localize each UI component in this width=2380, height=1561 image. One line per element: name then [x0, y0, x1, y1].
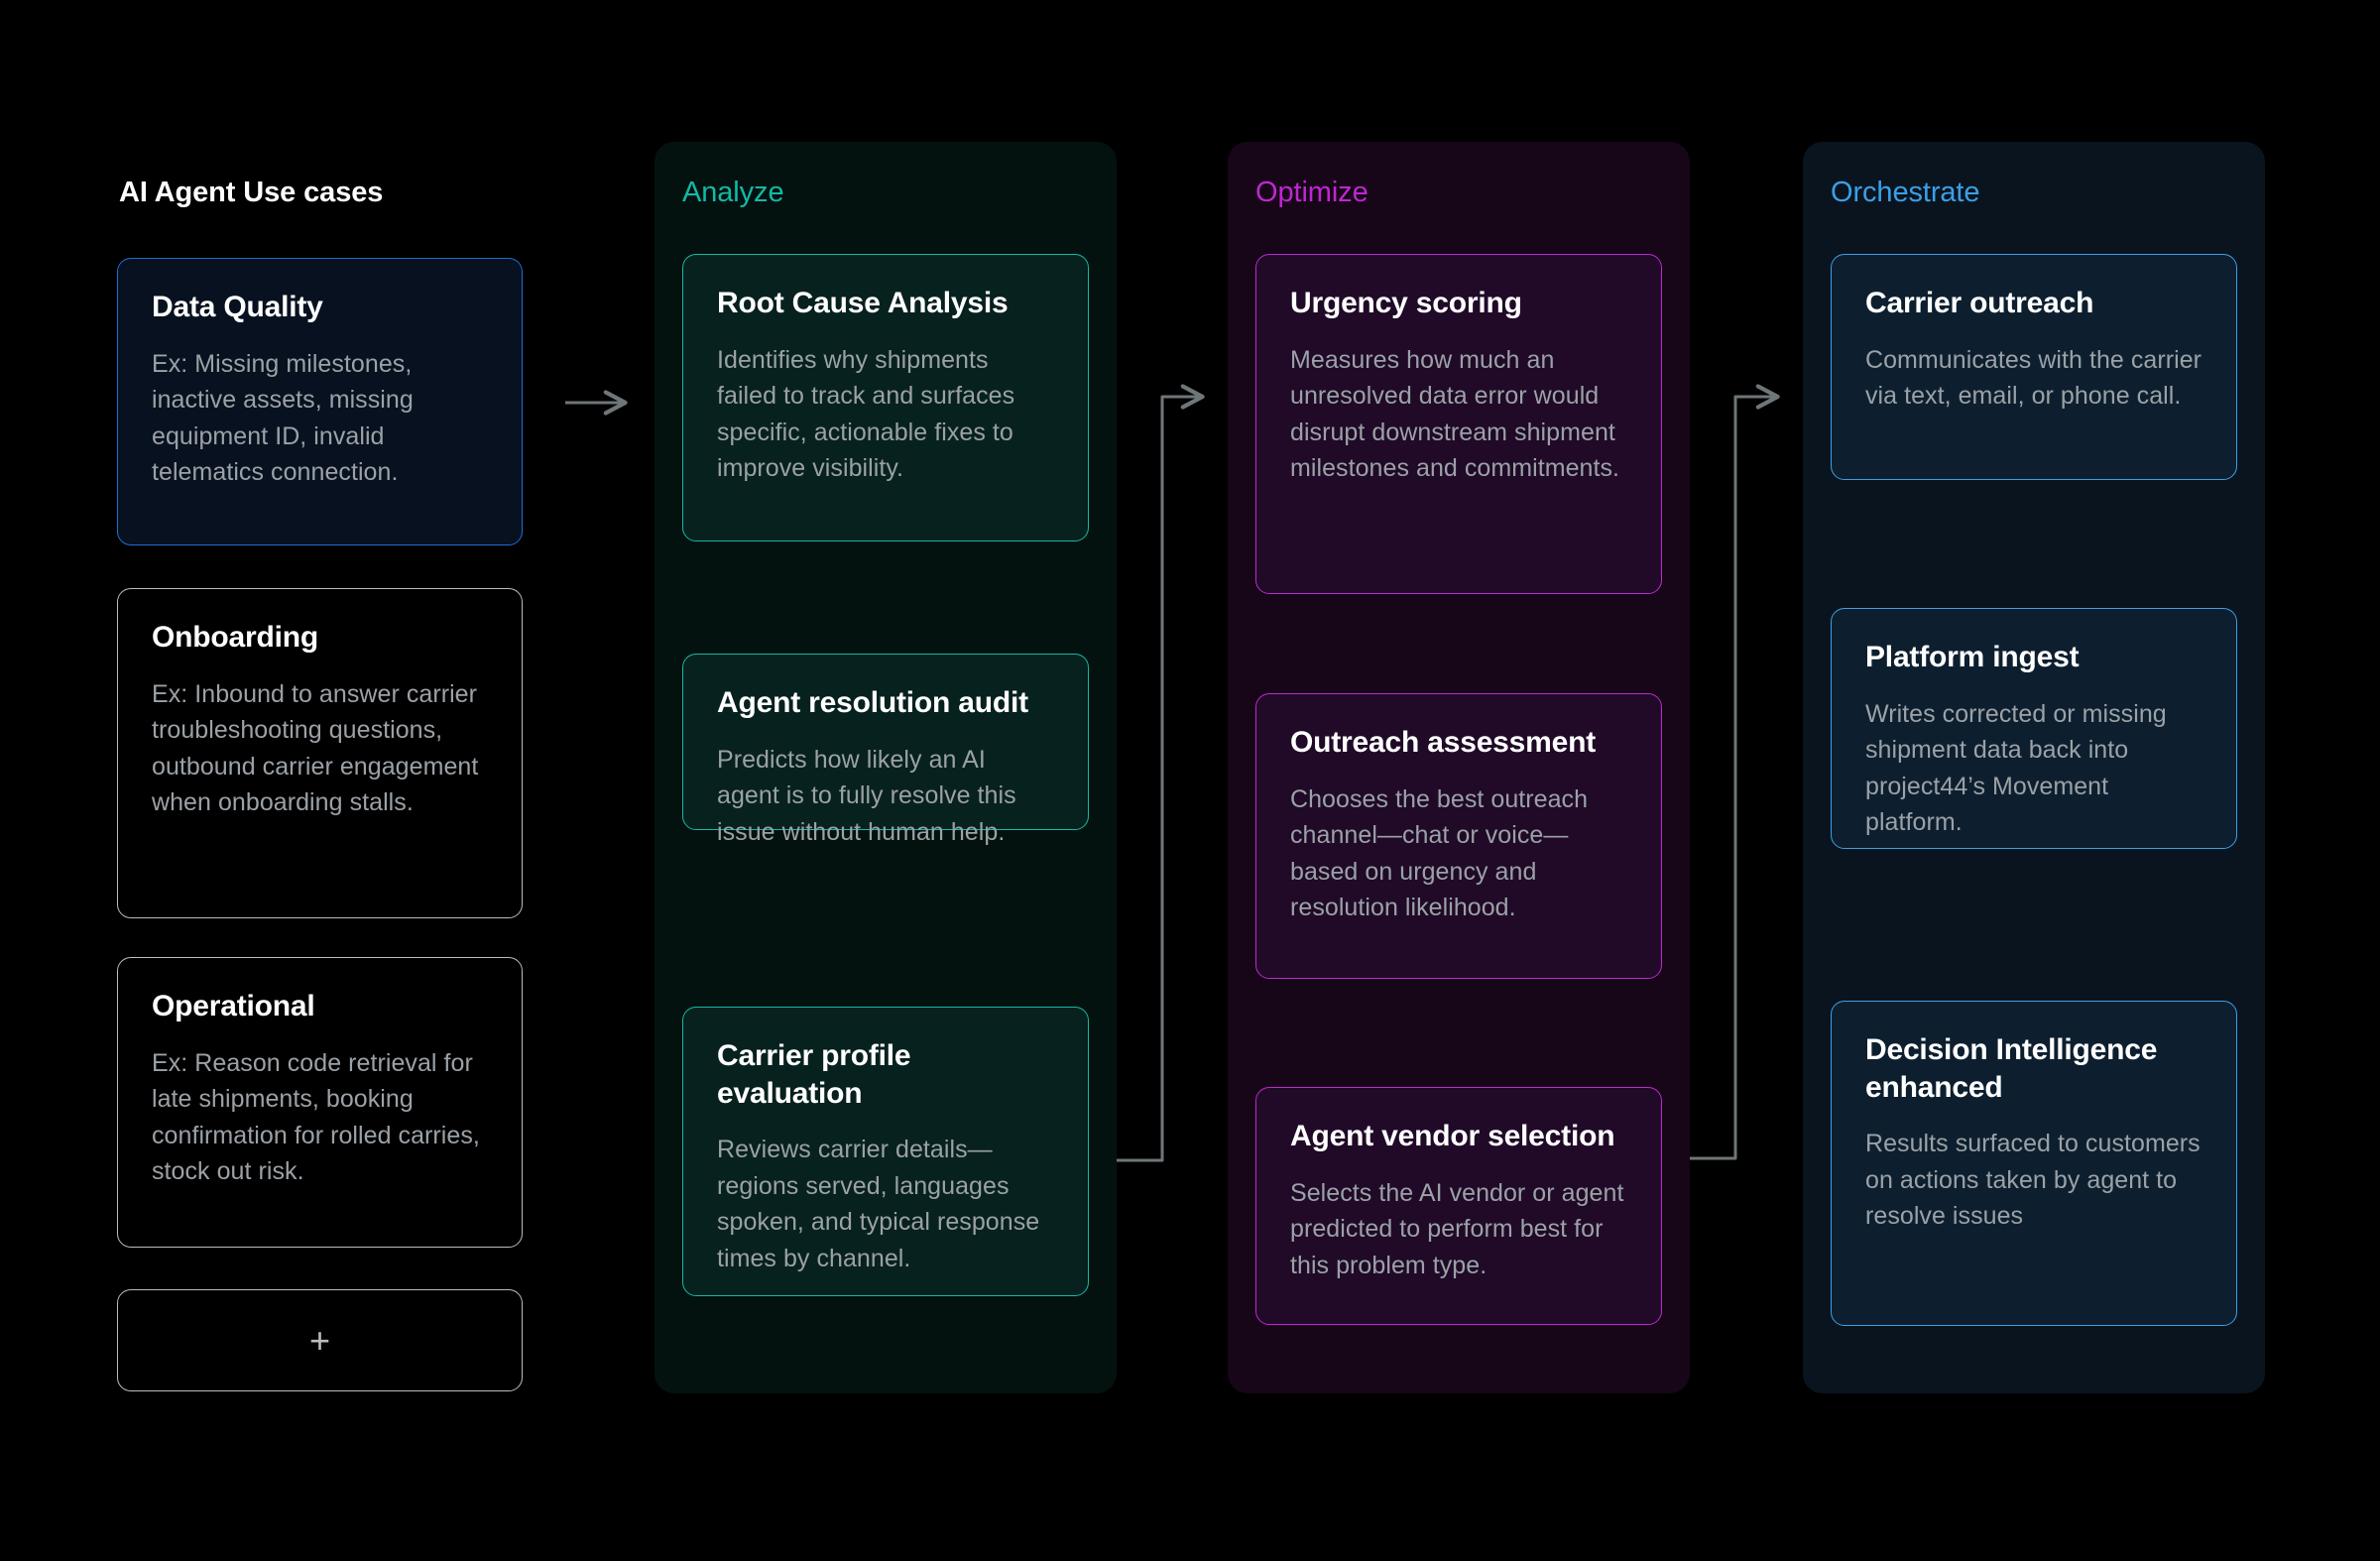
card-title: Onboarding	[152, 621, 318, 654]
card-title: Carrier outreach	[1865, 287, 2094, 319]
stage-card-outreach-assessment[interactable]: Outreach assessment Chooses the best out…	[1255, 693, 1662, 979]
card-description: Reviews carrier details—regions served, …	[717, 1136, 1040, 1272]
card-title: Outreach assessment	[1290, 726, 1597, 759]
card-description: Results surfaced to customers on actions…	[1865, 1130, 2201, 1230]
card-title: Root Cause Analysis	[717, 287, 1009, 319]
card-description: Communicates with the carrier via text, …	[1865, 345, 2202, 411]
stage-label-orchestrate: Orchestrate	[1831, 177, 1980, 208]
card-description: Identifies why shipments failed to track…	[717, 345, 1015, 483]
card-description: Selects the AI vendor or agent predicted…	[1290, 1178, 1624, 1279]
card-title: Agent vendor selection	[1290, 1120, 1615, 1152]
use-case-card-operational[interactable]: Operational Ex: Reason code retrieval fo…	[117, 957, 523, 1248]
stage-card-agent-vendor-selection[interactable]: Agent vendor selection Selects the AI ve…	[1255, 1087, 1662, 1325]
card-title: Decision Intelligence enhanced	[1865, 1033, 2158, 1104]
connector-optimize-to-orchestrate	[1690, 384, 1780, 1160]
use-case-card-data-quality[interactable]: Data Quality Ex: Missing milestones, ina…	[117, 258, 523, 545]
card-title: Data Quality	[152, 291, 323, 323]
connector-analyze-to-optimize	[1117, 384, 1205, 1162]
card-description: Measures how much an unresolved data err…	[1290, 345, 1620, 483]
stage-label-optimize: Optimize	[1255, 177, 1368, 208]
page-title: AI Agent Use cases	[119, 177, 384, 208]
card-description: Writes corrected or missing shipment dat…	[1865, 699, 2167, 837]
stage-label-analyze: Analyze	[682, 177, 784, 208]
use-case-card-onboarding[interactable]: Onboarding Ex: Inbound to answer carrier…	[117, 588, 523, 918]
card-description: Predicts how likely an AI agent is to fu…	[717, 745, 1016, 846]
card-title: Platform ingest	[1865, 641, 2080, 673]
card-description: Ex: Missing milestones, inactive assets,…	[152, 349, 414, 487]
stage-panel-optimize: Optimize Urgency scoring Measures how mu…	[1228, 142, 1690, 1393]
stage-card-carrier-outreach[interactable]: Carrier outreach Communicates with the c…	[1831, 254, 2237, 480]
stage-card-root-cause-analysis[interactable]: Root Cause Analysis Identifies why shipm…	[682, 254, 1089, 541]
stage-card-decision-intelligence-enhanced[interactable]: Decision Intelligence enhanced Results s…	[1831, 1001, 2237, 1326]
card-title: Urgency scoring	[1290, 287, 1522, 319]
use-cases-column: AI Agent Use cases Data Quality Ex: Miss…	[0, 0, 654, 1561]
stage-panel-analyze: Analyze Root Cause Analysis Identifies w…	[654, 142, 1117, 1393]
stage-card-platform-ingest[interactable]: Platform ingest Writes corrected or miss…	[1831, 608, 2237, 849]
add-use-case-button[interactable]: +	[117, 1289, 523, 1391]
card-title: Agent resolution audit	[717, 686, 1028, 719]
plus-icon: +	[308, 1319, 331, 1361]
card-title: Carrier profile evaluation	[717, 1039, 911, 1110]
card-description: Chooses the best outreach channel—chat o…	[1290, 784, 1589, 922]
stage-card-urgency-scoring[interactable]: Urgency scoring Measures how much an unr…	[1255, 254, 1662, 594]
card-title: Operational	[152, 990, 315, 1022]
card-description: Ex: Reason code retrieval for late shipm…	[152, 1048, 480, 1186]
stage-panel-orchestrate: Orchestrate Carrier outreach Communicate…	[1803, 142, 2265, 1393]
card-description: Ex: Inbound to answer carrier troublesho…	[152, 679, 479, 817]
stage-card-agent-resolution-audit[interactable]: Agent resolution audit Predicts how like…	[682, 654, 1089, 846]
stage-card-carrier-profile-evaluation[interactable]: Carrier profile evaluation Reviews carri…	[682, 1007, 1089, 1296]
